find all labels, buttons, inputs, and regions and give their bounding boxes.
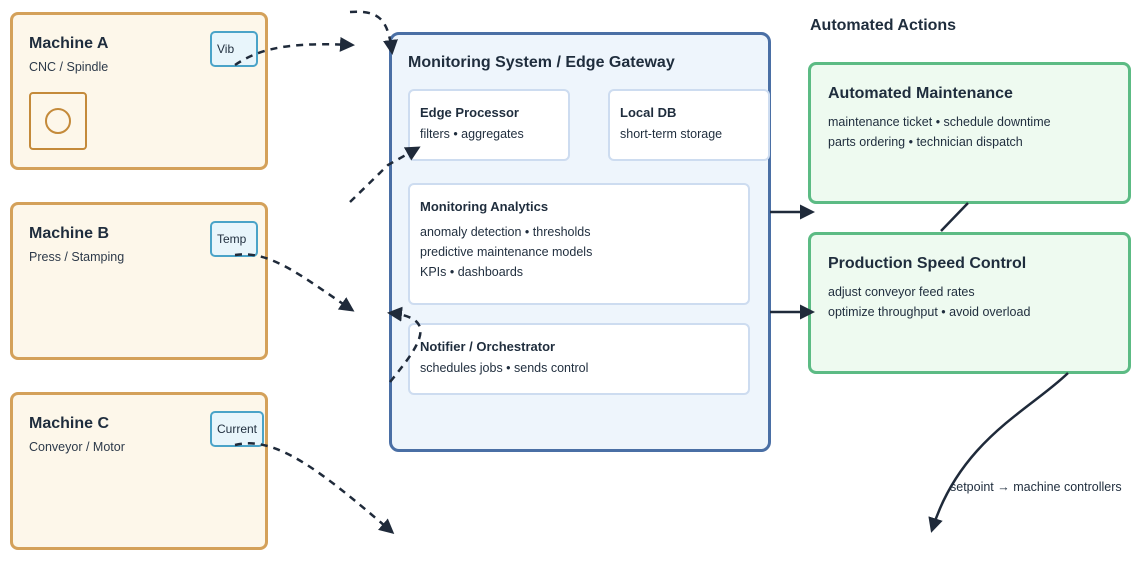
gateway-box: Monitoring System / Edge Gateway Edge Pr… [389,32,771,452]
machine-b-sensor-badge: Temp [210,221,258,257]
machine-b-title: Machine B [29,225,110,242]
notifier-title: Notifier / Orchestrator [420,339,556,354]
machine-a-sensor-badge: Vib [210,31,258,67]
machine-c-box: Machine C Conveyor / Motor Current [10,392,268,550]
analytics-line-3: KPIs • dashboards [420,265,524,279]
edge-processor-box: Edge Processor filters • aggregates [408,89,570,161]
maintenance-to-speed-link [940,202,969,232]
analytics-line-1: anomaly detection • thresholds [420,225,591,239]
setpoint-label: setpoint → machine controllers [950,480,1122,494]
local-db-box: Local DB short-term storage [608,89,770,161]
automated-maintenance-title: Automated Maintenance [828,85,1013,102]
setpoint-arrow [928,372,1069,533]
edge-processor-title: Edge Processor [420,105,519,120]
spindle-circle-icon [45,108,71,134]
spindle-icon [29,92,87,150]
edge-processor-line: filters • aggregates [420,127,524,141]
machine-a-subtitle: CNC / Spindle [29,60,109,74]
machine-c-title: Machine C [29,415,110,432]
local-db-line: short-term storage [620,127,723,141]
monitoring-analytics-title: Monitoring Analytics [420,199,549,214]
analytics-line-2: predictive maintenance models [420,245,593,259]
notifier-box: Notifier / Orchestrator schedules jobs •… [408,323,750,395]
local-db-title: Local DB [620,105,677,120]
maintenance-line-2: parts ordering • technician dispatch [828,135,1023,149]
gateway-title: Monitoring System / Edge Gateway [408,54,675,71]
automated-actions-heading: Automated Actions [810,17,957,34]
notifier-line: schedules jobs • sends control [420,361,589,375]
machine-a-box: Machine A CNC / Spindle Vib [10,12,268,170]
production-speed-control-title: Production Speed Control [828,255,1027,272]
machine-b-box: Machine B Press / Stamping Temp [10,202,268,360]
monitoring-analytics-box: Monitoring Analytics anomaly detection •… [408,183,750,305]
machine-c-subtitle: Conveyor / Motor [29,440,125,454]
maintenance-line-1: maintenance ticket • schedule downtime [828,115,1051,129]
top-loop-connector [349,10,398,55]
machine-a-title: Machine A [29,35,109,52]
automated-maintenance-box: Automated Maintenance maintenance ticket… [808,62,1131,204]
machine-c-sensor-badge: Current [210,411,265,447]
speed-line-1: adjust conveyor feed rates [828,285,975,299]
production-speed-control-box: Production Speed Control adjust conveyor… [808,232,1131,374]
speed-line-2: optimize throughput • avoid overload [828,305,1031,319]
machine-b-subtitle: Press / Stamping [29,250,125,264]
